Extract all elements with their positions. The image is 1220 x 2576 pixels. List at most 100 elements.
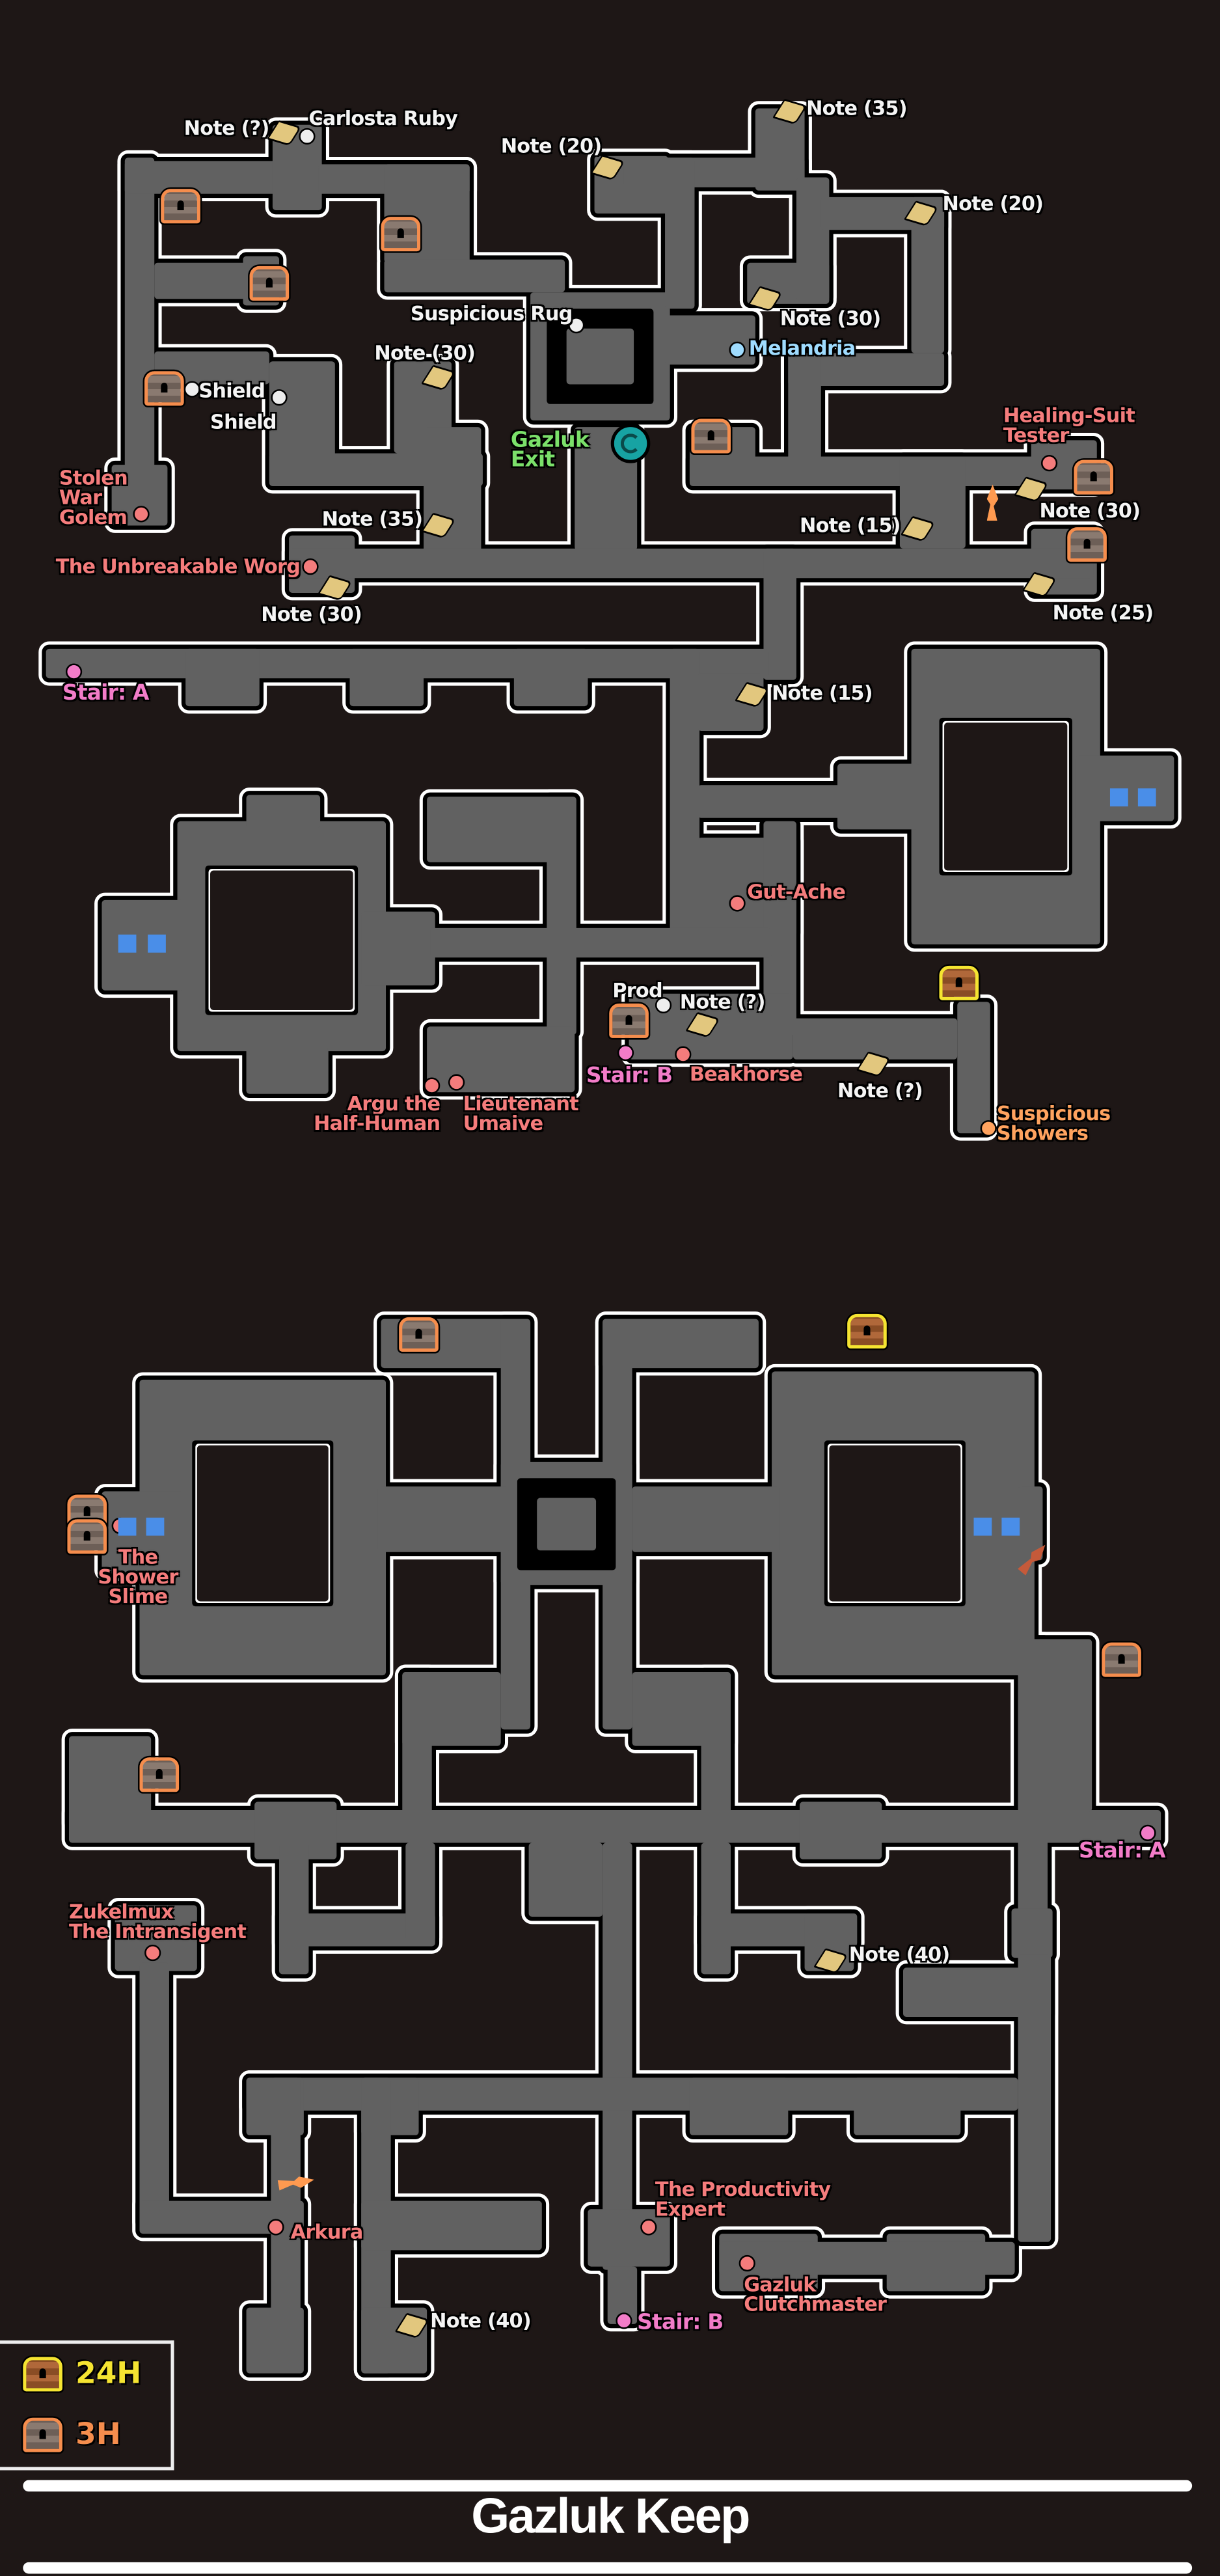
room-floor xyxy=(102,1491,184,1574)
room-floor xyxy=(689,456,1092,486)
page-title: Gazluk Keep xyxy=(471,2489,750,2545)
chest-icon[interactable] xyxy=(1074,459,1114,495)
item-marker[interactable] xyxy=(299,128,316,145)
gold-chest-icon[interactable] xyxy=(847,1313,887,1349)
event-marker[interactable] xyxy=(980,1120,997,1137)
room-floor xyxy=(837,763,920,830)
room-floor xyxy=(799,1802,882,1859)
chest-icon[interactable] xyxy=(381,217,421,252)
item-marker[interactable] xyxy=(183,381,200,398)
item-marker[interactable] xyxy=(271,389,288,406)
boss-label: Gut-Ache xyxy=(747,880,846,903)
room-floor xyxy=(289,548,1094,579)
boss-marker[interactable] xyxy=(640,2219,657,2236)
chest-icon[interactable] xyxy=(67,1519,107,1554)
room-floor xyxy=(957,1002,990,1134)
npc-label: Melandria xyxy=(748,336,856,360)
room-floor xyxy=(124,161,290,194)
boss-label: Stolen War Golem xyxy=(59,466,128,529)
stair-label: Stair: A xyxy=(1079,1839,1166,1865)
chest-icon[interactable] xyxy=(249,266,290,301)
shower-tile xyxy=(148,934,166,953)
room-floor xyxy=(603,1843,632,2270)
note-label: Note (30) xyxy=(779,307,881,331)
item-label: Prod xyxy=(612,979,662,1002)
room-floor xyxy=(246,795,321,828)
room-floor xyxy=(361,911,435,986)
stair-label: Stair: B xyxy=(637,2310,724,2336)
room-floor xyxy=(68,1810,1161,1843)
stair-marker[interactable] xyxy=(1139,1824,1156,1841)
note-label: Note (?) xyxy=(837,1079,923,1103)
shower-tile xyxy=(118,934,137,953)
event-label: Suspicious Showers xyxy=(996,1102,1111,1145)
note-label: Note (40) xyxy=(848,1943,950,1966)
chest-icon[interactable] xyxy=(139,1757,180,1792)
note-label: Note (40) xyxy=(430,2309,531,2333)
room-floor xyxy=(427,796,575,862)
room-floor xyxy=(361,2200,542,2251)
boss-marker[interactable] xyxy=(739,2254,755,2272)
chest-icon[interactable] xyxy=(1067,527,1107,562)
boss-marker[interactable] xyxy=(448,1074,465,1091)
boss-label: Gazluk Clutchmaster xyxy=(744,2273,887,2316)
room-floor xyxy=(139,1962,169,2226)
chest-icon[interactable] xyxy=(399,1317,439,1352)
stair-marker[interactable] xyxy=(65,663,83,680)
courtyard xyxy=(197,1445,329,1602)
chest-icon[interactable] xyxy=(609,1003,649,1038)
note-label: Note (20) xyxy=(942,192,1044,215)
note-label: Note (20) xyxy=(500,134,602,158)
boss-marker[interactable] xyxy=(675,1046,692,1063)
courtyard xyxy=(944,722,1068,871)
stair-marker[interactable] xyxy=(616,2312,632,2329)
legend-label: 3H xyxy=(75,2417,121,2452)
shower-tile xyxy=(118,1517,137,1536)
room-floor xyxy=(788,353,945,387)
boss-marker[interactable] xyxy=(133,506,150,523)
boss-marker[interactable] xyxy=(267,2219,284,2236)
boss-marker[interactable] xyxy=(1040,455,1058,472)
gold-chest-icon[interactable] xyxy=(939,965,979,1000)
boss-marker[interactable] xyxy=(302,558,319,575)
room-floor xyxy=(854,2077,961,2135)
note-label: Note (25) xyxy=(1052,601,1154,624)
room-floor xyxy=(254,1802,337,1859)
boss-label: The Shower Slime xyxy=(98,1545,178,1608)
boss-marker[interactable] xyxy=(424,1077,441,1094)
room-floor xyxy=(1018,1954,1051,2242)
room-floor xyxy=(1018,1486,1043,1561)
chest-icon[interactable] xyxy=(691,418,731,454)
note-label: Note (15) xyxy=(772,681,873,705)
chest-icon[interactable] xyxy=(161,189,200,224)
gold-chest-icon xyxy=(23,2357,62,2392)
item-marker[interactable] xyxy=(568,317,585,334)
exit-portal-icon[interactable] xyxy=(610,424,651,463)
note-label: Note (?) xyxy=(679,990,766,1014)
chest-icon[interactable] xyxy=(144,371,184,406)
room-floor xyxy=(1018,1639,1048,1919)
room-floor xyxy=(377,1486,509,1552)
room-floor xyxy=(279,1913,435,1947)
room-floor xyxy=(402,1672,432,1820)
boss-marker[interactable] xyxy=(729,895,746,912)
shower-tile xyxy=(1137,788,1156,807)
rug-center xyxy=(537,1498,597,1551)
item-label: Suspicious Rug xyxy=(410,302,573,325)
room-floor xyxy=(185,648,260,707)
room-floor xyxy=(349,648,424,707)
note-label: Note (30) xyxy=(1039,499,1141,523)
room-floor xyxy=(139,2200,304,2234)
chest-icon[interactable] xyxy=(1102,1642,1141,1677)
npc-marker[interactable] xyxy=(729,341,746,359)
room-floor xyxy=(763,548,796,680)
divider xyxy=(23,2562,1193,2574)
room-floor xyxy=(547,796,576,1035)
stair-marker[interactable] xyxy=(617,1045,634,1062)
room-floor xyxy=(719,2241,1015,2275)
room-floor xyxy=(755,108,805,191)
room-floor xyxy=(427,1026,575,1093)
room-floor xyxy=(528,1843,603,1917)
boss-marker[interactable] xyxy=(144,1944,161,1962)
item-marker[interactable] xyxy=(655,996,672,1014)
